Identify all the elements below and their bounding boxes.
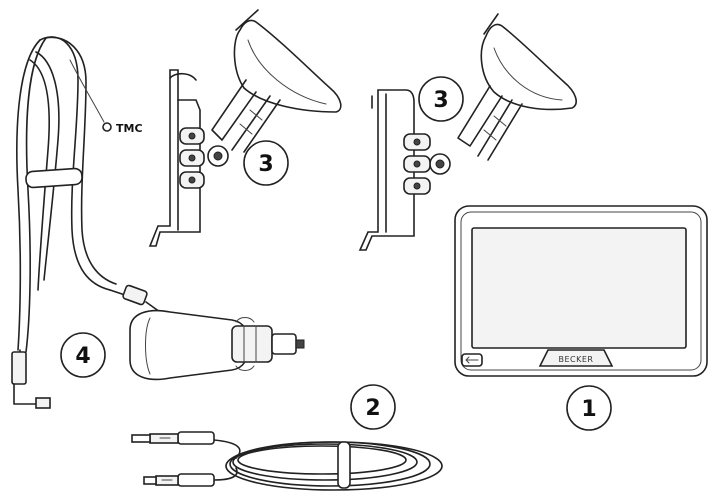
svg-text:1: 1 [581,397,596,422]
callout-4: 4 [60,332,106,378]
callout-3-right: 3 [418,76,464,122]
svg-text:3: 3 [258,152,273,177]
brand-label: BECKER [559,355,594,364]
holder-left [148,9,342,247]
usb-cable [131,431,443,491]
tmc-label: TMC [116,122,143,135]
callout-1: 1 [566,385,612,431]
callout-3-left: 3 [243,140,289,186]
holder-right [358,13,577,251]
car-charger-cable: TMC [11,36,305,409]
callout-2: 2 [350,384,396,430]
svg-text:3: 3 [433,88,448,113]
navigation-device: BECKER [454,205,708,377]
svg-text:4: 4 [75,344,90,369]
svg-text:2: 2 [365,396,380,421]
